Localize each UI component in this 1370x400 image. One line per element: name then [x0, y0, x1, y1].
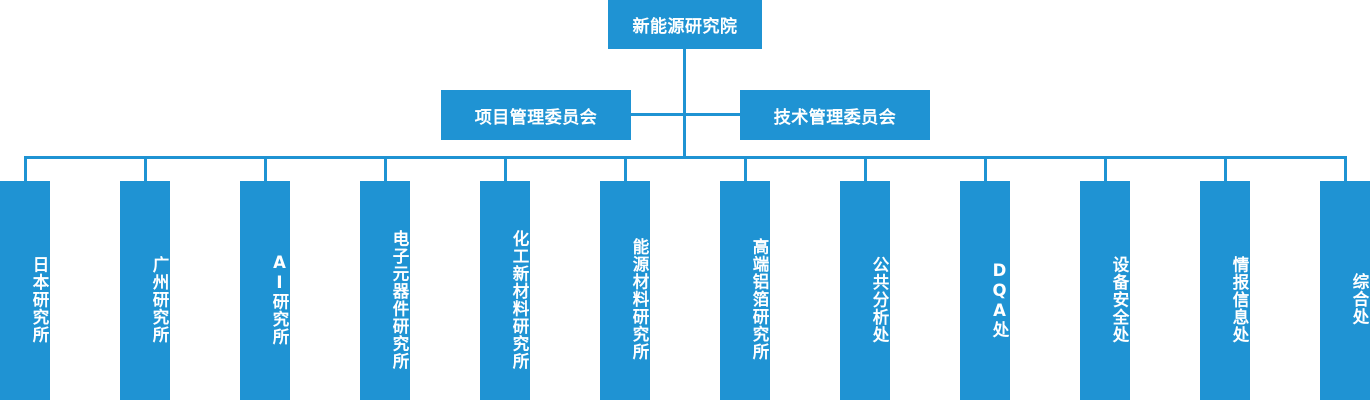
org-node-high-end-aluminum-foil-research-institute[interactable]: 高端铝箔研究所	[720, 181, 770, 400]
connector-stub-7	[744, 156, 747, 181]
connector-root-spine	[683, 49, 686, 159]
org-node-dqa-department[interactable]: DQA处	[960, 181, 1010, 400]
org-node-root[interactable]: 新能源研究院	[608, 0, 762, 49]
connector-stub-10	[1104, 156, 1107, 181]
connector-committee-link	[630, 113, 741, 116]
org-node-electronic-components-research-institute[interactable]: 电子元器件研究所	[360, 181, 410, 400]
org-node-intelligence-information-department[interactable]: 情报信息处	[1200, 181, 1250, 400]
org-node-public-analysis-department[interactable]: 公共分析处	[840, 181, 890, 400]
org-node-energy-materials-research-institute[interactable]: 能源材料研究所	[600, 181, 650, 400]
org-node-technical-management-committee[interactable]: 技术管理委员会	[740, 90, 930, 140]
connector-stub-3	[264, 156, 267, 181]
org-node-guangzhou-research-institute[interactable]: 广州研究所	[120, 181, 170, 400]
connector-stub-4	[384, 156, 387, 181]
connector-stub-11	[1224, 156, 1227, 181]
connector-distribution-bus	[24, 156, 1346, 159]
connector-stub-5	[504, 156, 507, 181]
org-node-chemical-new-materials-research-institute[interactable]: 化工新材料研究所	[480, 181, 530, 400]
connector-stub-2	[144, 156, 147, 181]
connector-stub-6	[624, 156, 627, 181]
org-node-japan-research-institute[interactable]: 日本研究所	[0, 181, 50, 400]
connector-stub-12	[1344, 156, 1347, 181]
connector-stub-8	[864, 156, 867, 181]
org-node-general-affairs-department[interactable]: 综合处	[1320, 181, 1370, 400]
org-node-project-management-committee[interactable]: 项目管理委员会	[441, 90, 631, 140]
org-node-equipment-safety-department[interactable]: 设备安全处	[1080, 181, 1130, 400]
connector-stub-9	[984, 156, 987, 181]
org-node-ai-research-institute[interactable]: AI研究所	[240, 181, 290, 400]
connector-stub-1	[24, 156, 27, 181]
